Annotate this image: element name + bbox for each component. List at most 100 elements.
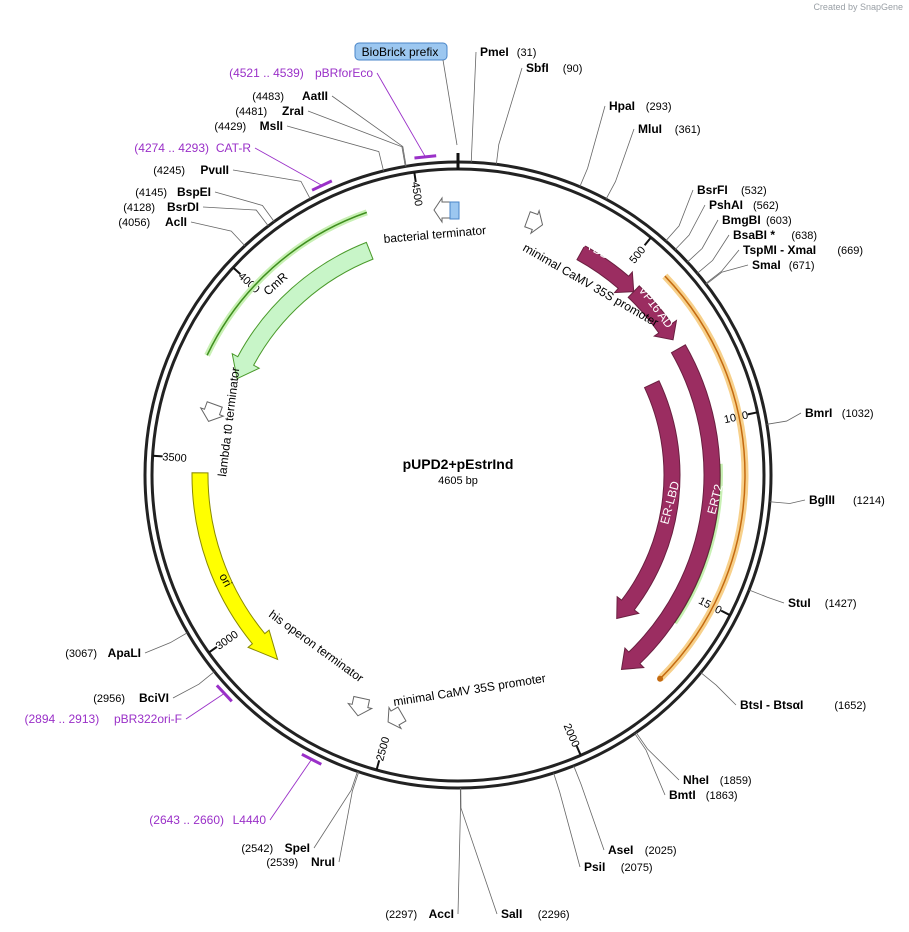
primer-leader (376, 72, 426, 157)
enzyme-site-label[interactable]: BmgBI (722, 213, 761, 227)
enzyme-site-position: (562) (753, 200, 779, 212)
site-leader (470, 51, 477, 163)
enzyme-site-label[interactable]: SmaI (752, 258, 781, 272)
his-operon-terminator-arrow[interactable] (346, 695, 374, 719)
site-leader (605, 128, 635, 200)
tick-mark (208, 645, 218, 654)
enzyme-site-position: (4245) (153, 165, 185, 177)
primer-label[interactable]: CAT-R (216, 141, 251, 155)
biobrick-prefix-box[interactable] (354, 42, 448, 61)
enzyme-site-label[interactable]: NruI (311, 855, 335, 869)
enzyme-site-label[interactable]: TspMI - XmaI (743, 243, 816, 257)
tick-label: 3500 (162, 451, 187, 465)
primer-label[interactable]: pBRforEco (315, 66, 373, 80)
ert2-arrow[interactable] (620, 344, 721, 670)
enzyme-site-label[interactable]: MslI (260, 119, 283, 133)
enzyme-site-label[interactable]: ApaLI (108, 646, 141, 660)
site-leader (190, 221, 246, 247)
enzyme-site-label[interactable]: BsaBI * (733, 228, 775, 242)
tick-label: 4500 (409, 181, 424, 207)
enzyme-site-label[interactable]: BmrI (805, 406, 832, 420)
tick-label: 2500 (374, 736, 392, 763)
enzyme-site-label[interactable]: BsrFI (697, 183, 728, 197)
enzyme-site-label[interactable]: PsiI (584, 860, 605, 874)
vp16-ad-arrow[interactable] (627, 285, 678, 341)
lambda-t0-terminator-label: lambda t0 terminator (215, 366, 242, 477)
site-leader (331, 95, 407, 167)
enzyme-site-position: (4429) (214, 121, 246, 133)
minimal-camv-35s-promoter-1-arrow[interactable] (523, 208, 546, 236)
site-leader (635, 732, 680, 781)
enzyme-site-label[interactable]: PmeI (480, 45, 509, 59)
his-operon-terminator-label: his operon terminator (266, 607, 366, 685)
enzyme-site-position: (2025) (645, 845, 677, 857)
enzyme-site-label[interactable]: NheI (683, 773, 709, 787)
biobrick-prefix-label: BioBrick prefix (362, 45, 439, 59)
enzyme-site-label[interactable]: SpeI (285, 841, 310, 855)
enzyme-site-label[interactable]: StuI (788, 596, 811, 610)
site-leader (705, 264, 749, 285)
cmr-outer-band[interactable] (204, 209, 368, 357)
enzyme-site-label[interactable]: BglII (809, 493, 835, 507)
bacterial-terminator-arrow[interactable] (433, 196, 451, 224)
enzyme-site-label[interactable]: ZraI (282, 104, 304, 118)
primer-range: (2894 .. 2913) (24, 712, 99, 726)
enzyme-site-label[interactable]: BmtI (669, 788, 696, 802)
enzyme-site-position: (4128) (123, 202, 155, 214)
primer-leader (254, 147, 323, 186)
enzyme-site-label[interactable]: BciVI (139, 691, 169, 705)
lambda-t0-terminator-arrow[interactable] (197, 400, 226, 425)
enzyme-site-position: (1863) (706, 790, 738, 802)
primer-label[interactable]: pBR322ori-F (114, 712, 182, 726)
plasmid-length: 4605 bp (438, 475, 478, 487)
enzyme-site-position: (293) (646, 101, 672, 113)
site-leader (697, 234, 730, 274)
label-leaders (144, 51, 806, 915)
enzyme-site-position: (4481) (235, 106, 267, 118)
enzyme-site-position: (2539) (266, 857, 298, 869)
enzyme-site-position: (1859) (720, 775, 752, 787)
enzyme-site-position: (638) (791, 230, 817, 242)
enzyme-site-position: (669) (837, 245, 863, 257)
enzyme-site-label[interactable]: PshAI (709, 198, 743, 212)
enzyme-site-label[interactable]: AclI (165, 215, 187, 229)
enzyme-site-label[interactable]: MluI (638, 122, 662, 136)
pbrforeco-site[interactable] (414, 154, 437, 160)
site-labels: PmeI(31)SbfI(90)HpaI(293)MluI(361)BsrFI(… (24, 45, 884, 921)
l4440-site[interactable] (301, 753, 322, 766)
primer-label[interactable]: L4440 (233, 813, 267, 827)
enzyme-site-label[interactable]: BspEI (177, 185, 211, 199)
enzyme-site-label[interactable]: PvuII (200, 163, 229, 177)
enzyme-site-position: (3067) (65, 648, 97, 660)
enzyme-site-label[interactable]: SbfI (526, 61, 549, 75)
site-leader (338, 771, 360, 863)
site-leader (144, 632, 188, 654)
enzyme-site-label[interactable]: HpaI (609, 99, 635, 113)
primer-range: (2643 .. 2660) (149, 813, 224, 827)
site-leader (705, 249, 740, 284)
tick-mark (720, 609, 731, 617)
enzyme-site-position: (4056) (118, 217, 150, 229)
enzyme-site-label[interactable]: SalI (501, 907, 522, 921)
primer-leader (185, 693, 225, 720)
site-leader (674, 204, 706, 250)
site-leader (214, 191, 275, 222)
enzyme-site-label[interactable]: AatII (302, 89, 328, 103)
site-leader (172, 671, 215, 699)
enzyme-site-label[interactable]: AseI (608, 843, 633, 857)
biobrick-prefix-feature[interactable] (449, 201, 460, 220)
enzyme-site-label[interactable]: BtsI - BtsαI (740, 698, 803, 712)
cat-r-site[interactable] (311, 179, 333, 192)
er-lbd-arrow[interactable] (616, 380, 681, 620)
cmr-arrow[interactable] (231, 241, 374, 380)
minimal-camv-35s-promoter-2-arrow[interactable] (382, 704, 408, 733)
enzyme-site-position: (361) (675, 124, 701, 136)
ori-arrow[interactable] (191, 472, 279, 661)
enzyme-site-label[interactable]: AccI (429, 907, 454, 921)
tick-mark (413, 171, 417, 183)
enzyme-site-label[interactable]: BsrDI (167, 200, 199, 214)
pbr322ori-f-site[interactable] (215, 684, 233, 703)
lexa-bd-arrow[interactable] (576, 245, 635, 294)
site-leader (495, 67, 523, 165)
